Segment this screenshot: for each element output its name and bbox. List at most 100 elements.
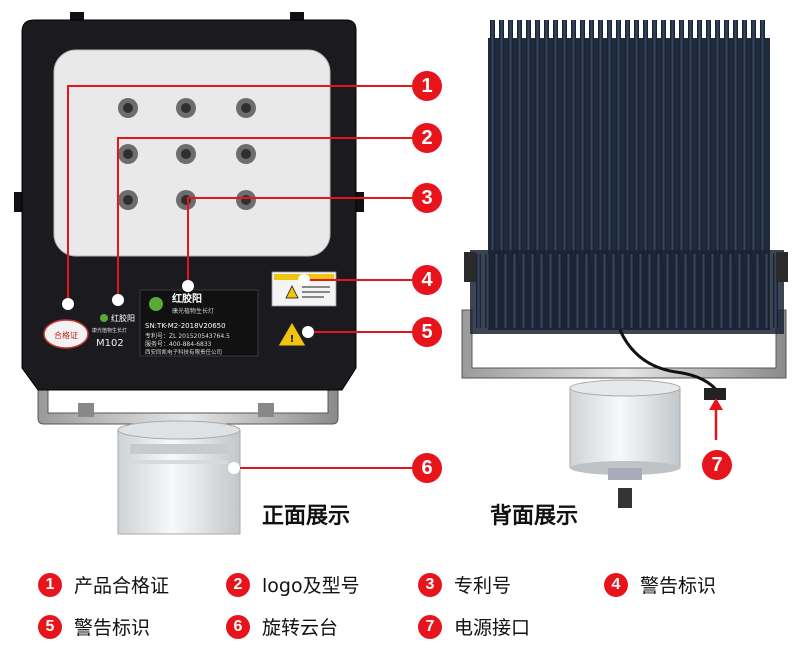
heatsink-fin bbox=[724, 20, 729, 260]
heatsink-fin bbox=[593, 254, 598, 328]
heatsink-fin bbox=[715, 20, 720, 260]
legend-item-1: 1 产品合格证 bbox=[38, 571, 169, 598]
callout-5: 5 bbox=[412, 317, 442, 347]
model-text: M102 bbox=[96, 338, 124, 349]
heatsink-fin bbox=[674, 254, 679, 328]
dot-4 bbox=[298, 274, 310, 286]
heatsink-fin bbox=[737, 254, 742, 328]
logo-small-text: 红胶阳 bbox=[111, 313, 135, 323]
heatsink-fin bbox=[764, 254, 769, 328]
heatsink-fin bbox=[521, 254, 526, 328]
heatsink-fin bbox=[665, 254, 670, 328]
legend-item-4: 4 警告标识 bbox=[604, 571, 716, 598]
heatsink-fin bbox=[647, 254, 652, 328]
heatsink-fin bbox=[688, 20, 693, 260]
callout-3: 3 bbox=[412, 183, 442, 213]
legend-label-5: 警告标识 bbox=[74, 617, 151, 639]
heatsink-fin bbox=[683, 254, 688, 328]
heatsink-fin bbox=[742, 20, 747, 260]
led-lens bbox=[176, 98, 196, 118]
dot-5 bbox=[302, 326, 314, 338]
callout-7: 7 bbox=[702, 450, 732, 480]
heatsink-fin bbox=[755, 254, 760, 328]
led-lens bbox=[236, 98, 256, 118]
legend-item-2: 2 logo及型号 bbox=[226, 571, 360, 598]
leader-2 bbox=[117, 137, 412, 300]
heatsink-fin bbox=[499, 20, 504, 260]
rotating-pan-tilt bbox=[117, 420, 241, 535]
heatsink-fin bbox=[517, 20, 522, 260]
arrow-head bbox=[709, 398, 723, 410]
legend-badge-6: 6 bbox=[226, 614, 250, 639]
heatsink-fin bbox=[571, 20, 576, 260]
callout-6: 6 bbox=[412, 453, 442, 483]
heatsink-fin bbox=[512, 254, 517, 328]
heatsink-fin bbox=[616, 20, 621, 260]
legend-label-1: 产品合格证 bbox=[74, 575, 170, 597]
led-lens bbox=[176, 190, 196, 210]
heatsink-fin bbox=[760, 20, 765, 260]
dot-2 bbox=[112, 294, 124, 306]
led-grid bbox=[118, 98, 256, 210]
heatsink-fin bbox=[566, 254, 571, 328]
back-side-mount-right bbox=[776, 252, 788, 282]
heatsink-fin bbox=[652, 20, 657, 260]
heatsink-fin bbox=[553, 20, 558, 260]
heatsink-fin bbox=[503, 254, 508, 328]
heatsink-fin bbox=[773, 254, 778, 328]
dot-6 bbox=[228, 462, 240, 474]
heatsink-fin bbox=[692, 254, 697, 328]
heatsink-fin bbox=[539, 254, 544, 328]
legend-label-7: 电源接口 bbox=[454, 617, 531, 639]
heatsink-fin bbox=[589, 20, 594, 260]
dot-1 bbox=[62, 298, 74, 310]
service-text: 服务号：400-884-6833 bbox=[145, 340, 212, 348]
heatsink-fin bbox=[638, 254, 643, 328]
callout-2: 2 bbox=[412, 123, 442, 153]
legend-item-7: 7 电源接口 bbox=[418, 613, 530, 640]
leader-1 bbox=[67, 85, 412, 300]
legend-item-3: 3 专利号 bbox=[418, 571, 511, 598]
legend-badge-7: 7 bbox=[418, 614, 442, 639]
legend-label-6: 旋转云台 bbox=[262, 617, 339, 639]
heatsink-fin bbox=[643, 20, 648, 260]
certificate-sticker: 合格证 bbox=[43, 319, 89, 349]
leader-3 bbox=[187, 197, 412, 284]
bracket-bolt-left bbox=[78, 403, 94, 417]
sn-text: SN:TK-M2-2018V20650 bbox=[145, 322, 226, 330]
led-lens bbox=[118, 144, 138, 164]
nameplate: 红胶阳 康光植物生长灯 SN:TK-M2-2018V20650 专利号：ZL 2… bbox=[139, 289, 259, 357]
dot-3 bbox=[182, 280, 194, 292]
heatsink-fin bbox=[625, 20, 630, 260]
heatsink-fin bbox=[634, 20, 639, 260]
driver-cylinder bbox=[569, 379, 681, 508]
callout-4: 4 bbox=[412, 265, 442, 295]
heatsink-fin bbox=[580, 20, 585, 260]
heatsink-fin bbox=[611, 254, 616, 328]
heatsink-fin bbox=[710, 254, 715, 328]
power-connector bbox=[704, 388, 726, 400]
cert-text: 合格证 bbox=[54, 330, 78, 340]
heatsink-fin bbox=[719, 254, 724, 328]
heatsink-fins bbox=[490, 20, 765, 260]
legend-label-2: logo及型号 bbox=[262, 575, 360, 597]
led-lens bbox=[236, 190, 256, 210]
legend-badge-2: 2 bbox=[226, 572, 250, 597]
led-lens bbox=[118, 98, 138, 118]
heatsink-fin bbox=[629, 254, 634, 328]
heatsink-fin bbox=[701, 254, 706, 328]
legend-item-6: 6 旋转云台 bbox=[226, 613, 338, 640]
heatsink-fin bbox=[535, 20, 540, 260]
brand-text: 红胶阳 bbox=[172, 292, 202, 305]
heatsink-fin bbox=[575, 254, 580, 328]
heatsink-fin bbox=[584, 254, 589, 328]
svg-text:!: ! bbox=[290, 334, 295, 345]
power-cable bbox=[618, 329, 720, 393]
heatsink-fin bbox=[526, 20, 531, 260]
back-view-caption: 背面展示 bbox=[490, 504, 579, 529]
led-lens bbox=[176, 144, 196, 164]
bracket-bolt-right bbox=[258, 403, 274, 417]
laser-warning-icon bbox=[285, 285, 299, 299]
legend-badge-3: 3 bbox=[418, 572, 442, 597]
logo-model-label: 红胶阳 康光植物生长灯 M102 bbox=[92, 313, 135, 349]
